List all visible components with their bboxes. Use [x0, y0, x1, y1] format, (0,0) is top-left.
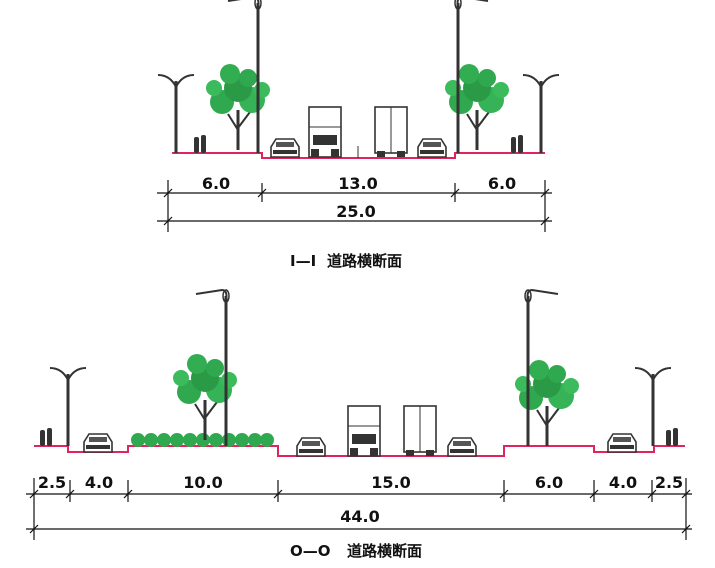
street-lamp	[157, 74, 195, 153]
section-2-dimensions: 2.5 4.0 10.0 15.0 6.0 4.0 2.5 44.0	[38, 473, 683, 526]
truck-icon	[374, 106, 408, 158]
tree-icon	[443, 62, 511, 152]
pedestrians-icon	[666, 428, 678, 446]
shrub-row	[131, 433, 274, 447]
car-icon	[447, 437, 477, 457]
road-profile-2	[34, 445, 685, 457]
section-marker: I—I	[290, 252, 316, 270]
truck-icon	[403, 405, 437, 457]
dimension-label: 6.0	[535, 473, 563, 492]
truck-icon	[347, 405, 381, 457]
tree-icon	[204, 62, 272, 152]
pedestrians-icon	[194, 135, 206, 153]
dimension-label: 6.0	[202, 174, 230, 193]
dimension-label: 15.0	[371, 473, 410, 492]
street-lamp	[49, 367, 87, 446]
total-width-label: 25.0	[336, 202, 375, 221]
section-title: 道路横断面	[327, 252, 402, 270]
dimension-label: 13.0	[338, 174, 377, 193]
street-lamp	[634, 367, 672, 446]
section-2-illustration	[34, 288, 685, 457]
car-icon	[607, 433, 637, 453]
pedestrians-icon	[511, 135, 523, 153]
dimension-label: 6.0	[488, 174, 516, 193]
dimension-lines-1	[157, 180, 552, 232]
section-1-dimensions: 6.0 13.0 6.0 25.0	[202, 174, 516, 221]
section-title: 道路横断面	[347, 542, 422, 560]
car-icon	[296, 437, 326, 457]
car-icon	[270, 138, 300, 158]
section-1-caption: I—I 道路横断面	[290, 252, 402, 270]
total-width-label: 44.0	[340, 507, 379, 526]
truck-icon	[308, 106, 342, 158]
dimension-label: 2.5	[655, 473, 683, 492]
section-2-caption: O—O 道路横断面	[290, 542, 422, 560]
dimension-label: 4.0	[609, 473, 637, 492]
pedestrians-icon	[40, 428, 52, 446]
dimension-label: 10.0	[183, 473, 222, 492]
tree-icon	[513, 358, 581, 448]
dimension-label: 4.0	[85, 473, 113, 492]
car-icon	[83, 433, 113, 453]
street-lamp	[522, 74, 560, 153]
dimension-lines-2	[26, 478, 692, 540]
car-icon	[417, 138, 447, 158]
section-1-illustration	[157, 0, 560, 159]
dimension-label: 2.5	[38, 473, 66, 492]
section-marker: O—O	[290, 542, 331, 560]
